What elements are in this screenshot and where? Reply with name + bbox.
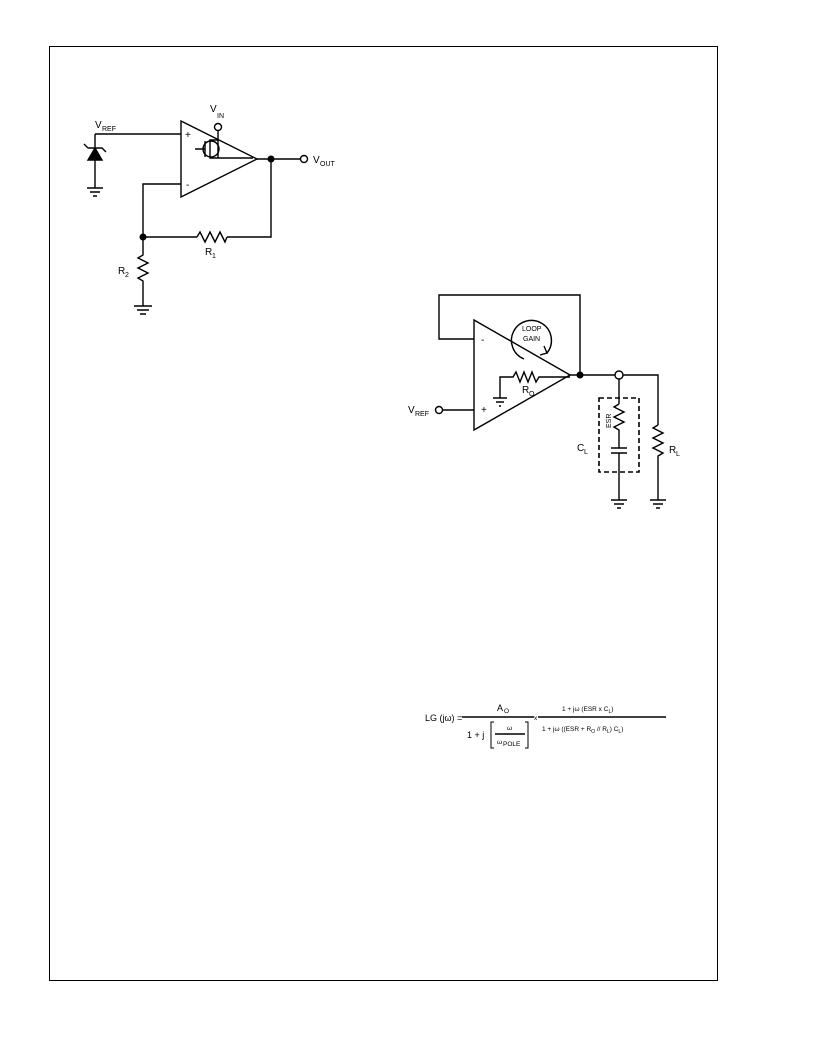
vref-label: V <box>95 120 102 131</box>
vin-label-sub: IN <box>217 113 224 120</box>
equation-inner-denominator-sub: POLE <box>503 741 521 748</box>
zener-diode-icon <box>83 134 107 188</box>
r1-resistor-icon <box>196 230 228 244</box>
plus-input-label: + <box>185 130 191 141</box>
error-amp-triangle <box>180 119 259 199</box>
vin-terminal <box>213 122 223 132</box>
r1-label-sub: 1 <box>212 253 216 260</box>
r2-resistor-icon <box>136 237 150 306</box>
pass-mosfet-icon <box>195 131 253 159</box>
output-terminal <box>614 370 624 380</box>
equation-inner-numerator: ω <box>507 725 512 732</box>
r2-label-sub: 2 <box>125 272 129 279</box>
figure2-schematic <box>434 294 666 749</box>
cl-label-sub: L <box>584 449 588 456</box>
equation-lhs: LG (jω) = <box>425 713 462 723</box>
ground-icon <box>650 499 666 509</box>
vout-label-sub: OUT <box>320 161 336 168</box>
vref-label-sub: REF <box>415 411 429 418</box>
ro-resistor-icon <box>499 370 570 398</box>
junction-dot <box>576 371 584 379</box>
junction-dot <box>267 155 275 163</box>
output-capacitor-box <box>598 397 640 473</box>
esr-resistor-icon <box>612 403 626 448</box>
amp-triangle <box>473 318 572 432</box>
equation-denominator-2: 1 + jω ((ESR + RO // RL) CL) <box>542 726 623 735</box>
esr-label: ESR <box>606 414 613 428</box>
rl-label: R <box>669 445 676 456</box>
equation-numerator-1-sub: O <box>504 708 509 715</box>
equation-left-bracket <box>490 721 494 749</box>
equation-times: x <box>534 715 538 722</box>
vref-label: V <box>408 405 415 416</box>
vref-label-sub: REF <box>102 126 116 133</box>
feedback-loop-wire <box>438 294 581 374</box>
minus-input-label: - <box>481 335 484 346</box>
equation-inner-denominator: ω <box>497 739 502 746</box>
r2-label: R <box>118 266 125 277</box>
ro-label: R <box>522 385 529 396</box>
equation-numerator-1: A <box>497 703 503 713</box>
cl-label: C <box>577 443 584 454</box>
minus-input-label: - <box>186 180 189 191</box>
r1-label: R <box>205 247 212 258</box>
loop-gain-arc <box>510 319 553 360</box>
vin-label: V <box>210 104 217 115</box>
junction-dot <box>139 233 147 241</box>
loop-gain-label-line2: GAIN <box>523 336 540 343</box>
plus-input-label: + <box>481 405 487 416</box>
ground-icon <box>87 187 103 197</box>
ground-icon <box>493 397 507 407</box>
ro-label-sub: O <box>529 391 535 398</box>
loop-gain-arrowhead <box>539 345 548 356</box>
equation-right-bracket <box>525 721 529 749</box>
vref-terminal <box>434 405 444 415</box>
loop-gain-label-line1: LOOP <box>522 326 542 333</box>
mosfet-circle <box>202 140 220 158</box>
page-frame <box>49 46 718 981</box>
rl-label-sub: L <box>676 451 680 458</box>
equation-denominator-1-prefix: 1 + j <box>467 730 484 740</box>
ground-icon <box>611 499 627 509</box>
equation-numerator-2: 1 + jω (ESR x CL) <box>562 706 613 715</box>
vout-label: V <box>313 155 320 166</box>
feedback-wire <box>142 159 272 238</box>
ground-icon <box>134 305 152 315</box>
vout-terminal <box>299 154 309 164</box>
rl-resistor-icon <box>651 424 665 500</box>
zener-triangle-fill <box>88 148 102 160</box>
figure1-schematic <box>83 119 309 315</box>
capacitor-icon <box>611 447 627 500</box>
